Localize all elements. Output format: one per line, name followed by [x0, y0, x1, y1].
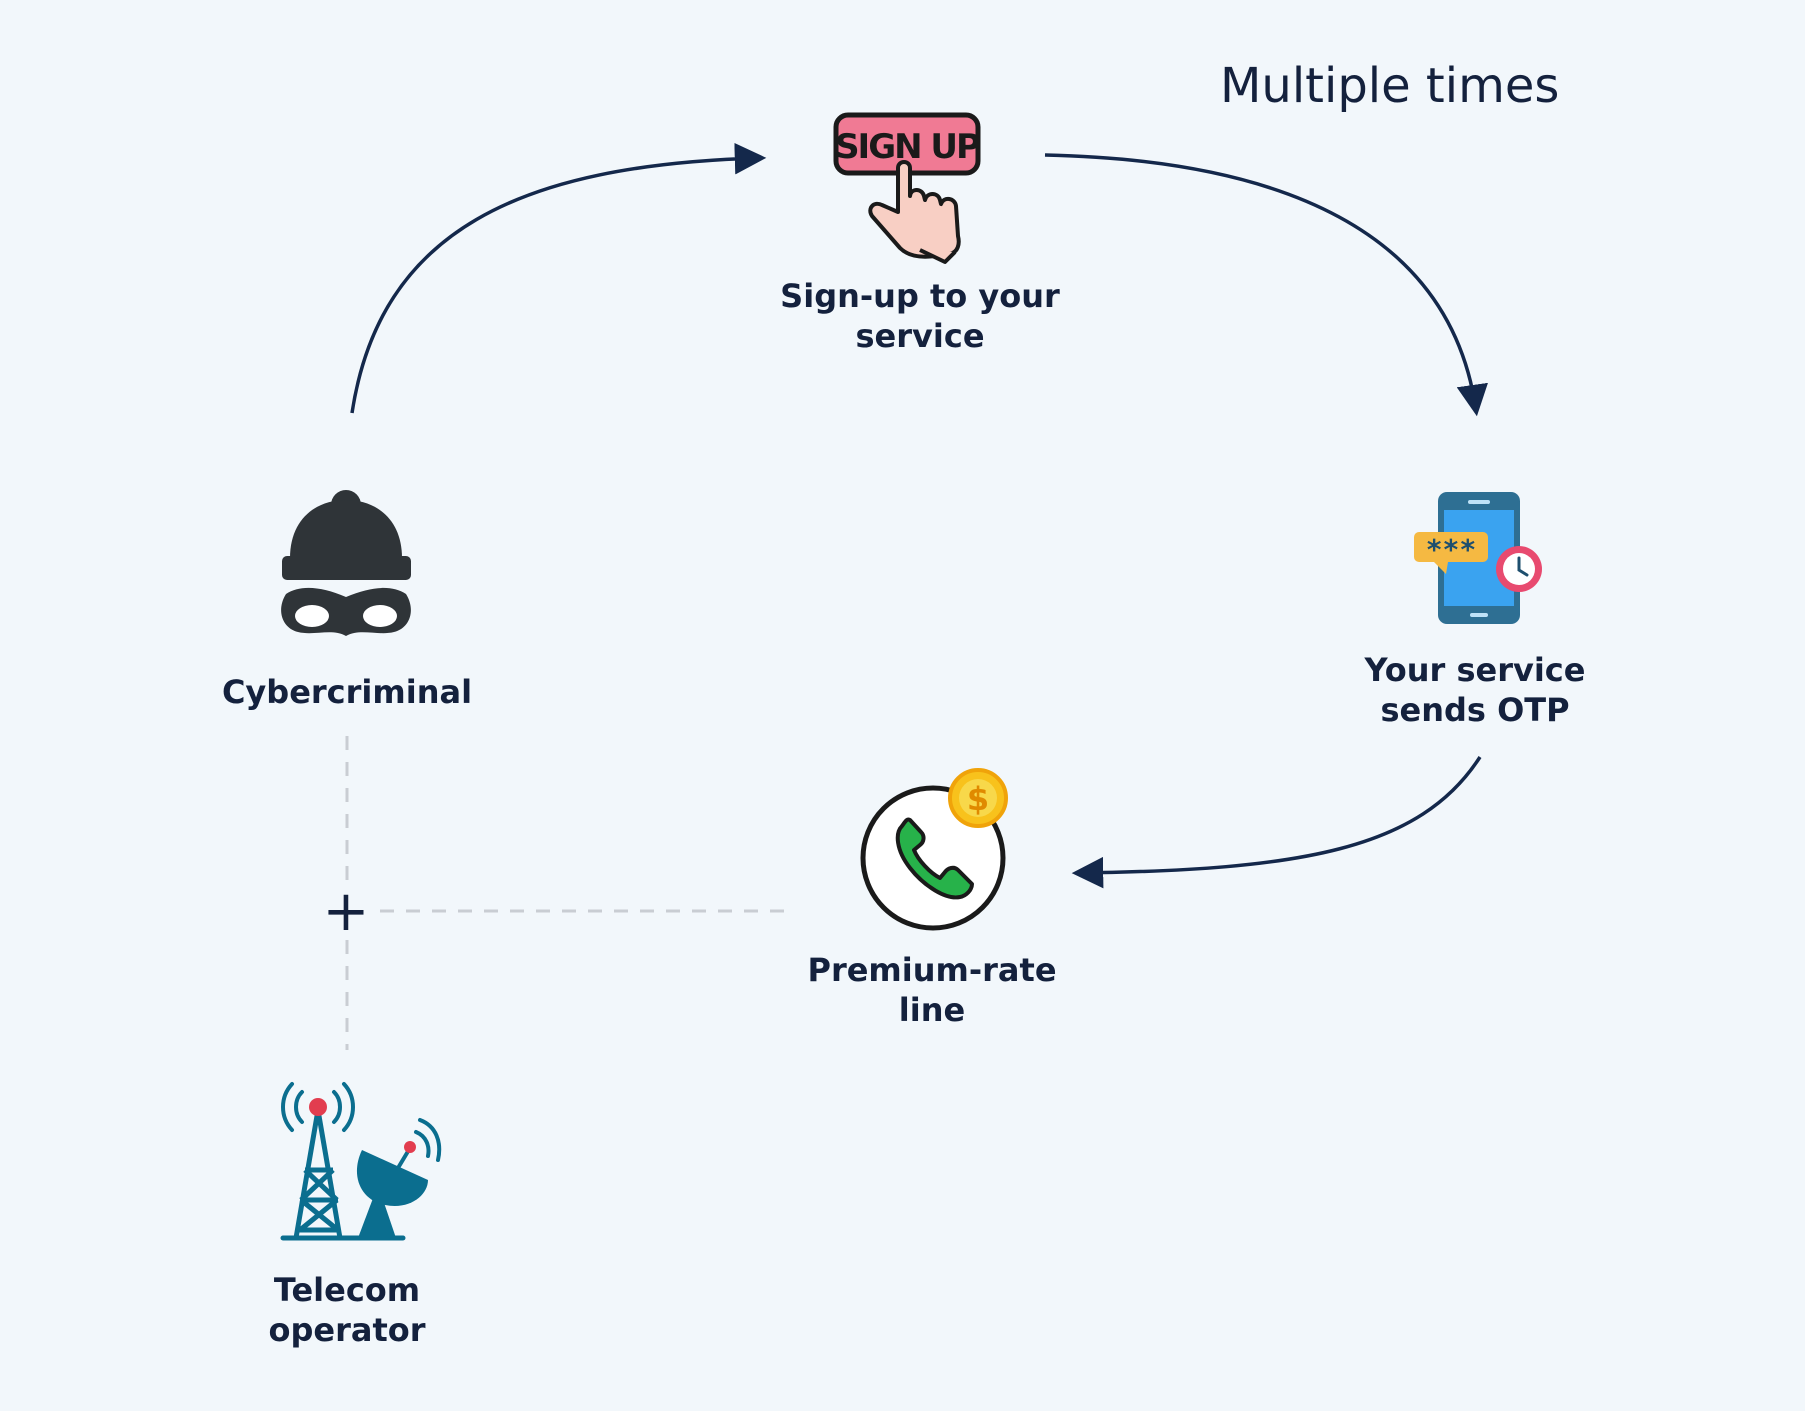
hand-pointer-icon [868, 160, 961, 264]
telecom-label-line2: operator [268, 1311, 426, 1349]
signup-label-line1: Sign-up to your [780, 277, 1060, 315]
premium-label-line1: Premium-rate [807, 951, 1057, 989]
telecom-label-line1: Telecom [273, 1271, 421, 1309]
signup-label-line2: service [855, 317, 985, 355]
satellite-dish-icon [356, 1118, 442, 1238]
otp-label-line2: sends OTP [1380, 691, 1570, 729]
cybercriminal-label: Cybercriminal [197, 672, 497, 712]
coin-symbol-text: $ [967, 780, 989, 818]
phone-otp-icon: *** [1414, 492, 1520, 624]
premium-label-line2: line [898, 991, 966, 1029]
cybercriminal-label-line1: Cybercriminal [221, 673, 473, 711]
sign-up-button-text: SIGN UP [835, 127, 980, 167]
otp-code-text: *** [1426, 533, 1477, 566]
premium-label: Premium-rate line [782, 950, 1082, 1030]
arrow-otp-to-premium [1071, 756, 1482, 889]
sign-up-button-icon: SIGN UP [833, 112, 982, 176]
telecom-label: Telecom operator [197, 1270, 497, 1350]
radio-tower-icon [280, 1082, 406, 1241]
clock-icon [1496, 546, 1542, 592]
arrow-signup-to-otp [1044, 153, 1488, 417]
thief-icon [281, 490, 411, 636]
junction-plus-symbol: + [323, 879, 370, 944]
coin-icon: $ [948, 768, 1008, 828]
multiple-times-heading: Multiple times [1220, 58, 1560, 114]
signup-label: Sign-up to your service [770, 276, 1070, 356]
arrow-criminal-to-signup [350, 142, 767, 414]
otp-label: Your service sends OTP [1325, 650, 1625, 730]
otp-label-line1: Your service [1364, 651, 1586, 689]
